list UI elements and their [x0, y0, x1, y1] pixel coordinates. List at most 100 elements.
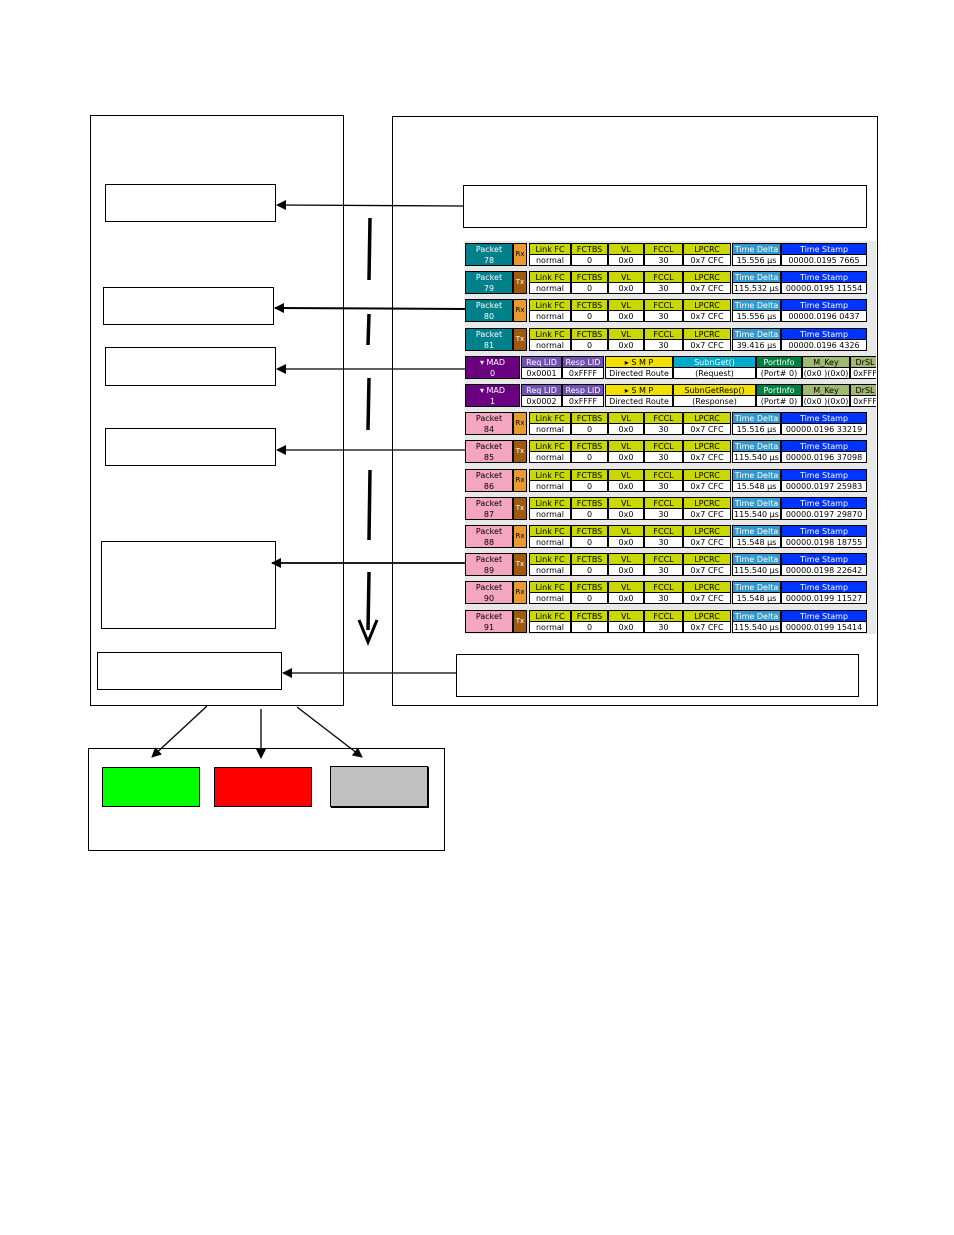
legend-swatch-green — [102, 767, 200, 807]
right-label-box-bottom — [456, 654, 859, 697]
rx-direction-badge: Rx — [513, 468, 527, 492]
time-flow-arrow — [366, 217, 372, 631]
legend-swatch-gray — [330, 766, 428, 807]
label-box-4 — [105, 428, 276, 466]
label-box-3 — [105, 347, 276, 386]
rx-direction-badge: Rx — [513, 299, 527, 323]
rx-direction-badge: Rx — [513, 525, 527, 548]
method-cell: SubnGetResp()(Response) — [673, 384, 756, 407]
label-box-6 — [97, 652, 282, 690]
right-label-box-top — [463, 185, 867, 228]
rx-direction-badge: Rx — [513, 581, 527, 605]
method-cell: SubnGet()(Request) — [673, 355, 756, 379]
tx-direction-badge: Tx — [513, 440, 527, 464]
tx-direction-badge: Tx — [513, 327, 527, 351]
tx-direction-badge: Tx — [513, 609, 527, 633]
port-info-cell: PortInfo(Port# 0) — [756, 355, 802, 379]
legend-swatch-red — [214, 767, 312, 807]
label-box-5 — [101, 541, 276, 629]
tx-direction-badge: Tx — [513, 271, 527, 295]
m-key-cell: M_Key(0x0 )(0x0) — [802, 384, 850, 407]
m-key-cell: M_Key(0x0 )(0x0) — [802, 355, 850, 379]
